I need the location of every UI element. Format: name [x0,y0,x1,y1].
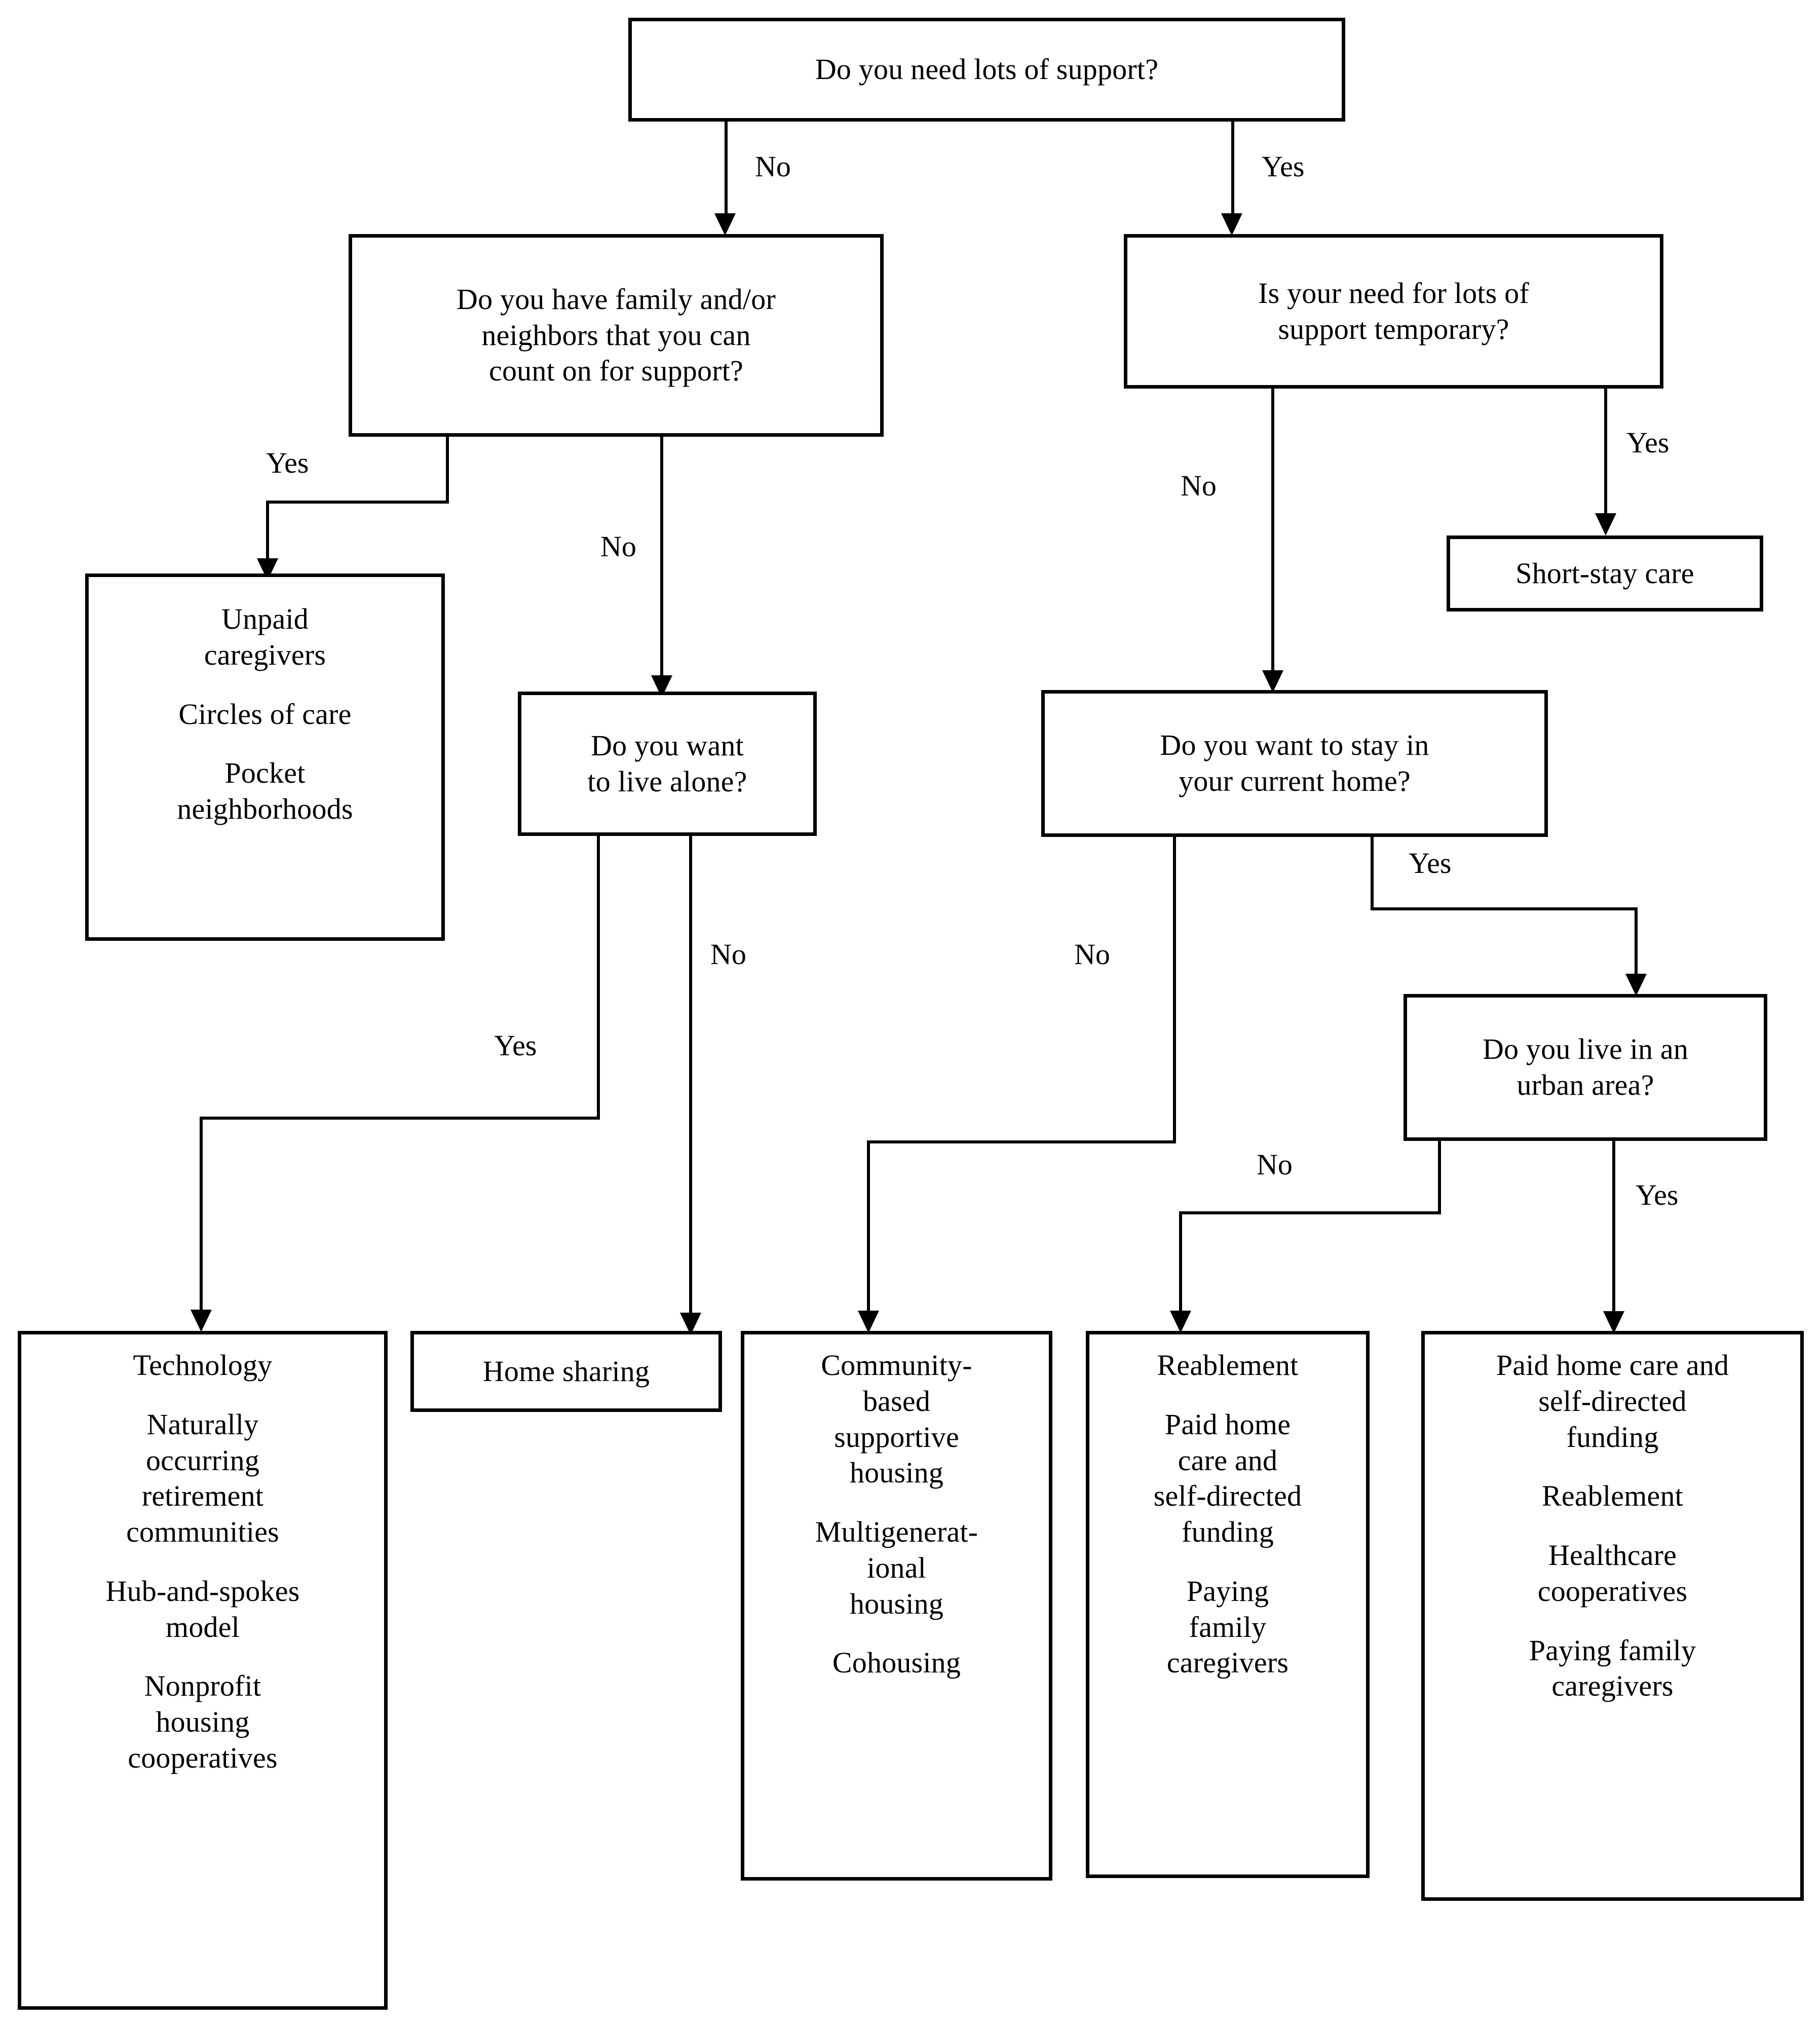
edge-live-alone-yes-arrow [191,1310,212,1332]
node-technology-item-3: Hub-and-spokes model [105,1574,300,1643]
node-urban-area-line-1: Do you live in an [1482,1032,1689,1066]
edge-urban-no-vert-a [1438,1141,1441,1214]
node-reablement-item-2: Paid home care and self-directed funding [1153,1407,1302,1548]
node-technology[interactable]: Technology Naturally occurring retiremen… [18,1331,388,2010]
edge-label-family-yes: Yes [266,446,309,479]
edge-stay-home-yes-vert-b [1635,907,1638,976]
edge-stay-home-no-vert-a [1173,837,1176,1143]
node-unpaid-caregivers-item-1: Unpaid caregivers [204,602,326,671]
edge-label-need-support-no: No [755,150,791,183]
edge-temporary-no-vert [1271,389,1274,672]
edge-family-yes-vert-b [266,501,269,560]
edge-urban-yes-arrow [1603,1311,1624,1333]
node-temporary-line-2: support temporary? [1278,312,1509,346]
node-short-stay-care[interactable]: Short-stay care [1447,536,1763,611]
node-family-neighbors-line-1: Do you have family and/or [457,282,776,316]
node-need-support[interactable]: Do you need lots of support? [628,18,1345,122]
node-live-alone[interactable]: Do you want to live alone? [518,692,817,836]
node-community-housing-item-2: Multigenerat- ional housing [815,1515,978,1620]
edge-label-temporary-no: No [1181,469,1217,502]
edge-urban-no-vert-b [1179,1211,1182,1313]
edge-live-alone-yes-horiz [200,1117,600,1120]
node-temporary[interactable]: Is your need for lots of support tempora… [1124,234,1663,389]
node-need-support-text: Do you need lots of support? [815,53,1159,86]
edge-urban-no-horiz [1179,1211,1441,1214]
edge-urban-yes-vert [1612,1141,1615,1313]
edge-temporary-yes-vert [1604,389,1607,515]
edge-label-live-alone-yes: Yes [494,1029,537,1062]
edge-label-need-support-yes: Yes [1262,150,1305,183]
node-temporary-line-1: Is your need for lots of [1258,276,1529,310]
node-technology-item-2: Naturally occurring retirement communiti… [126,1407,279,1548]
node-paid-home-care-item-1: Paid home care and self-directed funding [1496,1349,1729,1454]
node-stay-home-line-2: your current home? [1179,764,1411,797]
node-urban-area[interactable]: Do you live in an urban area? [1404,994,1767,1141]
node-paid-home-care-item-2: Reablement [1541,1479,1683,1513]
node-reablement-item-1: Reablement [1157,1349,1299,1382]
edge-need-support-no-vert [725,122,728,215]
node-family-neighbors[interactable]: Do you have family and/or neighbors that… [349,234,884,437]
node-stay-home-line-1: Do you want to stay in [1160,729,1429,762]
node-community-housing[interactable]: Community- based supportive housing Mult… [741,1331,1052,1881]
edge-need-support-yes-vert [1231,122,1234,215]
edge-label-urban-yes: Yes [1636,1178,1679,1211]
node-urban-area-line-2: urban area? [1516,1068,1654,1101]
edge-family-yes-horiz [266,501,449,504]
node-technology-item-1: Technology [133,1349,273,1382]
edge-label-stay-home-yes: Yes [1409,847,1452,879]
node-stay-home[interactable]: Do you want to stay in your current home… [1041,690,1548,837]
node-paid-home-care-item-4: Paying family caregivers [1529,1633,1696,1703]
node-home-sharing[interactable]: Home sharing [410,1331,722,1412]
node-community-housing-item-1: Community- based supportive housing [821,1349,972,1489]
edge-live-alone-no-vert [689,836,692,1315]
edge-label-temporary-yes: Yes [1626,426,1670,459]
node-live-alone-line-1: Do you want [591,729,744,762]
edge-stay-home-yes-vert-a [1371,837,1374,910]
edge-live-alone-yes-vert-b [200,1117,203,1312]
edge-urban-no-arrow [1170,1311,1191,1333]
edge-label-stay-home-no: No [1074,938,1110,971]
node-unpaid-caregivers[interactable]: Unpaid caregivers Circles of care Pocket… [85,573,445,941]
edge-need-support-yes-arrow [1221,213,1242,236]
node-reablement[interactable]: Reablement Paid home care and self-direc… [1086,1331,1370,1878]
edge-temporary-yes-arrow [1595,513,1616,536]
edge-stay-home-yes-horiz [1371,907,1638,910]
edge-need-support-no-arrow [714,213,736,236]
node-paid-home-care[interactable]: Paid home care and self-directed funding… [1421,1331,1804,1901]
node-short-stay-care-text: Short-stay care [1515,556,1694,590]
node-community-housing-item-3: Cohousing [832,1646,961,1679]
node-reablement-item-3: Paying family caregivers [1166,1574,1289,1679]
node-family-neighbors-line-3: count on for support? [489,354,743,388]
edge-stay-home-no-vert-b [867,1140,870,1313]
node-technology-item-4: Nonprofit housing cooperatives [128,1669,278,1774]
edge-family-yes-vert-a [446,437,449,504]
node-home-sharing-text: Home sharing [482,1354,650,1388]
edge-stay-home-yes-arrow [1625,974,1647,996]
node-unpaid-caregivers-item-2: Circles of care [178,697,352,731]
edge-label-family-no: No [600,530,636,563]
edge-stay-home-no-horiz [867,1140,1176,1143]
edge-label-urban-no: No [1257,1148,1293,1181]
node-unpaid-caregivers-item-3: Pocket neighborhoods [177,756,353,825]
edge-family-no-vert [660,437,663,677]
edge-label-live-alone-no: No [710,938,746,971]
node-family-neighbors-line-2: neighbors that you can [481,318,751,352]
edge-stay-home-no-arrow [858,1311,879,1333]
node-paid-home-care-item-3: Healthcare cooperatives [1537,1539,1688,1608]
node-live-alone-line-2: to live alone? [587,764,747,798]
edge-live-alone-yes-vert-a [597,836,600,1120]
edge-temporary-no-arrow [1262,670,1283,693]
